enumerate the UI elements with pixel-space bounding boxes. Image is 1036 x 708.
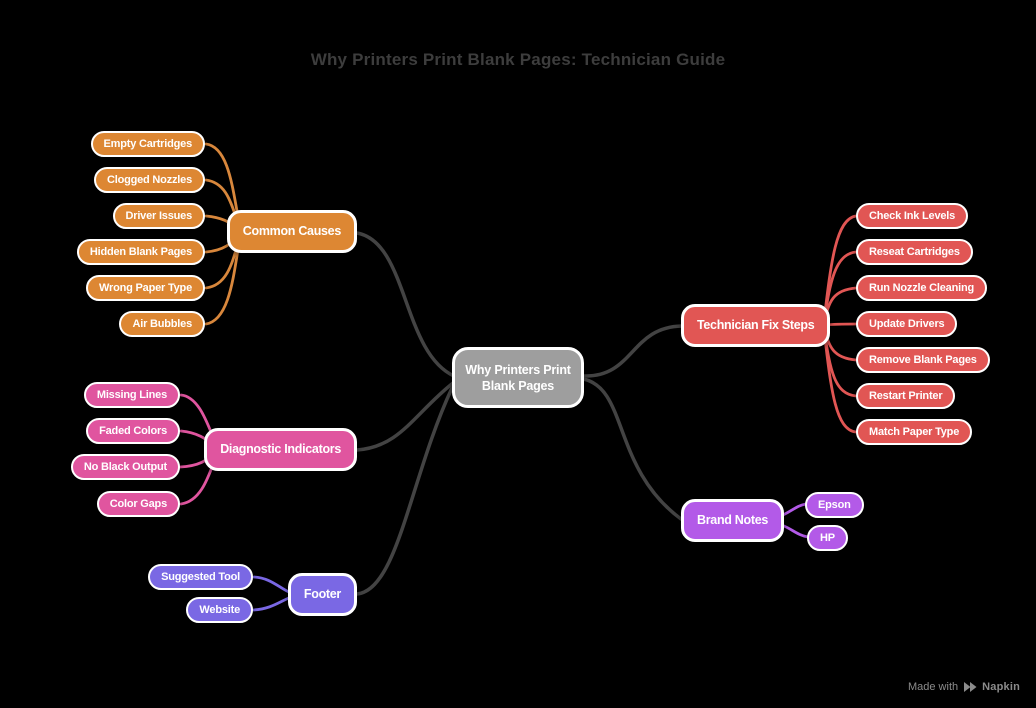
connector-website — [251, 595, 293, 612]
node-air-bubbles[interactable]: Air Bubbles — [119, 311, 205, 337]
connector-center-common-causes — [355, 231, 456, 378]
napkin-brand[interactable]: Napkin — [982, 681, 1020, 693]
watermark-text: Made with — [907, 681, 959, 693]
node-hidden-blank-pages[interactable]: Hidden Blank Pages — [76, 239, 205, 265]
node-epson[interactable]: Epson — [805, 492, 864, 518]
connector-center-footer — [355, 386, 454, 596]
node-technician-fix-steps[interactable]: Technician Fix Steps — [681, 304, 831, 347]
connector-match-paper-type — [822, 327, 858, 434]
node-wrong-paper-type[interactable]: Wrong Paper Type — [86, 275, 205, 301]
node-check-ink-levels[interactable]: Check Ink Levels — [856, 203, 969, 229]
node-footer[interactable]: Footer — [287, 573, 357, 616]
connector-center-diagnostic-indicators — [355, 381, 455, 452]
node-run-nozzle-cleaning[interactable]: Run Nozzle Cleaning — [856, 275, 987, 301]
connector-suggested-tool — [252, 575, 293, 595]
node-suggested-tool[interactable]: Suggested Tool — [148, 564, 253, 590]
napkin-logo-icon — [964, 682, 977, 692]
node-faded-colors[interactable]: Faded Colors — [86, 418, 180, 444]
node-empty-cartridges[interactable]: Empty Cartridges — [90, 131, 205, 157]
node-restart-printer[interactable]: Restart Printer — [856, 383, 956, 409]
node-no-black-output[interactable]: No Black Output — [70, 454, 180, 480]
node-match-paper-type[interactable]: Match Paper Type — [856, 419, 973, 445]
node-website[interactable]: Website — [186, 597, 253, 623]
node-update-drivers[interactable]: Update Drivers — [856, 311, 958, 337]
node-hp[interactable]: HP — [807, 525, 848, 551]
node-center[interactable]: Why Printers Print Blank Pages — [452, 347, 584, 408]
node-clogged-nozzles[interactable]: Clogged Nozzles — [93, 167, 205, 193]
node-remove-blank-pages[interactable]: Remove Blank Pages — [856, 347, 990, 373]
watermark: Made with Napkin — [908, 681, 1020, 693]
node-brand-notes[interactable]: Brand Notes — [681, 499, 785, 542]
connector-center-technician-fix-steps — [581, 324, 684, 378]
node-missing-lines[interactable]: Missing Lines — [83, 382, 180, 408]
node-diagnostic-indicators[interactable]: Diagnostic Indicators — [204, 428, 357, 471]
page-title: Why Printers Print Blank Pages: Technici… — [310, 50, 726, 69]
node-common-causes[interactable]: Common Causes — [226, 210, 357, 253]
node-color-gaps[interactable]: Color Gaps — [96, 491, 180, 517]
connector-center-brand-notes — [581, 377, 683, 521]
node-driver-issues[interactable]: Driver Issues — [112, 203, 205, 229]
node-reseat-cartridges[interactable]: Reseat Cartridges — [856, 239, 973, 265]
